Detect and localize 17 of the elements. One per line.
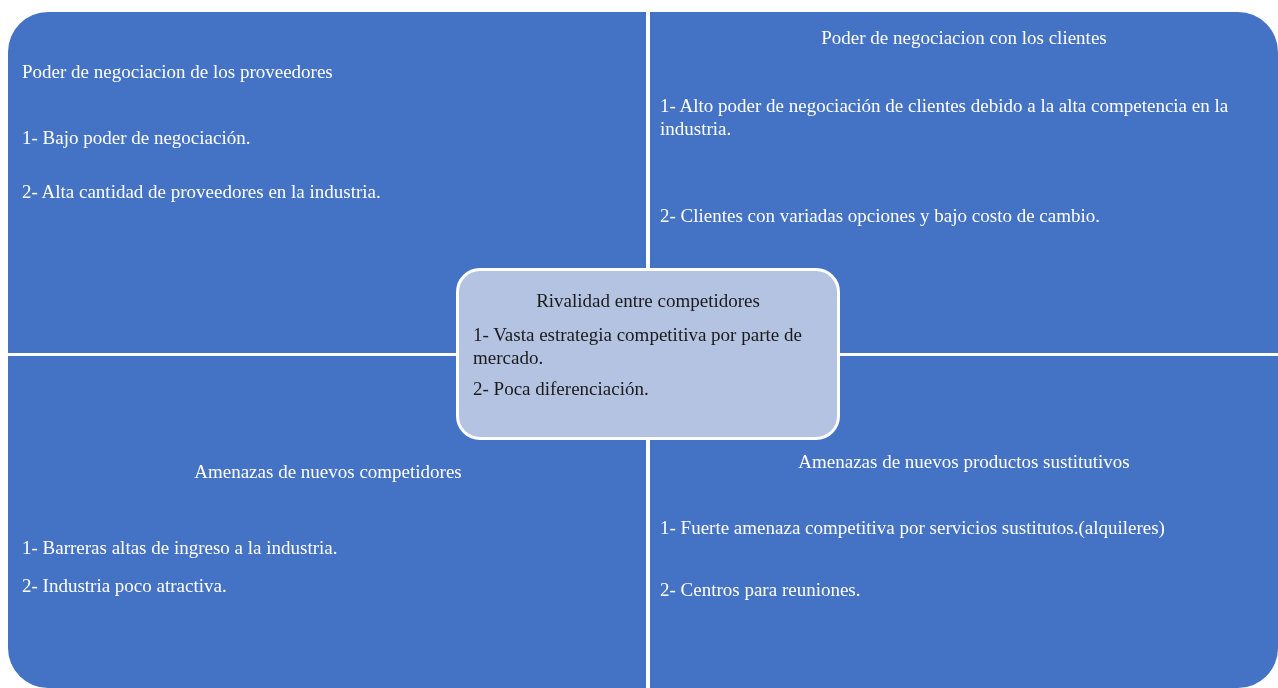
list-item: 2- Poca diferenciación.	[473, 377, 650, 400]
list-item: 2- Clientes con variadas opciones y bajo costo de cambio.	[660, 204, 1102, 227]
heading-text: Poder de negociacion de los proveedores	[22, 60, 334, 83]
list-item: 1- Alto poder de negociación de clientes debido a la alta competencia en la industria.	[660, 94, 1230, 140]
heading-text: Amenazas de nuevos competidores	[193, 460, 463, 483]
center-box	[456, 268, 840, 440]
list-item: 1- Barreras altas de ingreso a la industria.	[22, 536, 339, 559]
quadrant-panel	[650, 356, 1278, 688]
list-item: 2- Industria poco atractiva.	[22, 574, 228, 597]
list-item: 1- Bajo poder de negociación.	[22, 126, 252, 149]
list-item: 2- Alta cantidad de proveedores en la industria.	[22, 180, 382, 203]
heading-text: Rivalidad entre competidores	[535, 289, 761, 312]
list-item: 1- Vasta estrategia competitiva por parte de mercado.	[473, 323, 803, 369]
heading-text: Poder de negociacion con los clientes	[820, 26, 1108, 49]
heading-text: Amenazas de nuevos productos sustitutivos	[797, 450, 1131, 473]
list-item: 2- Centros para reuniones.	[660, 578, 862, 601]
list-item: 1- Fuerte amenaza competitiva por servicios sustitutos.(alquileres)	[660, 516, 1166, 539]
